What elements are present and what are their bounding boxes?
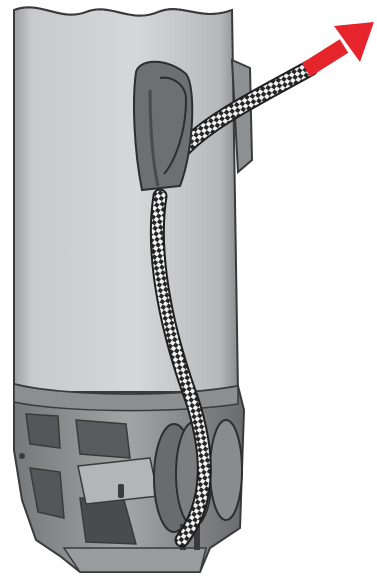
- base-window-2: [76, 420, 130, 458]
- tube-body: [14, 7, 238, 392]
- base-slot: [118, 484, 124, 498]
- cam-cleat: [134, 62, 192, 190]
- base-window-1: [26, 414, 60, 448]
- mast-tube: [14, 7, 252, 392]
- base-bolt: [19, 453, 25, 459]
- base-foot: [64, 548, 206, 572]
- pulley-3: [210, 420, 242, 520]
- base-center-plate: [78, 458, 158, 504]
- red-arrow-icon: [306, 22, 374, 70]
